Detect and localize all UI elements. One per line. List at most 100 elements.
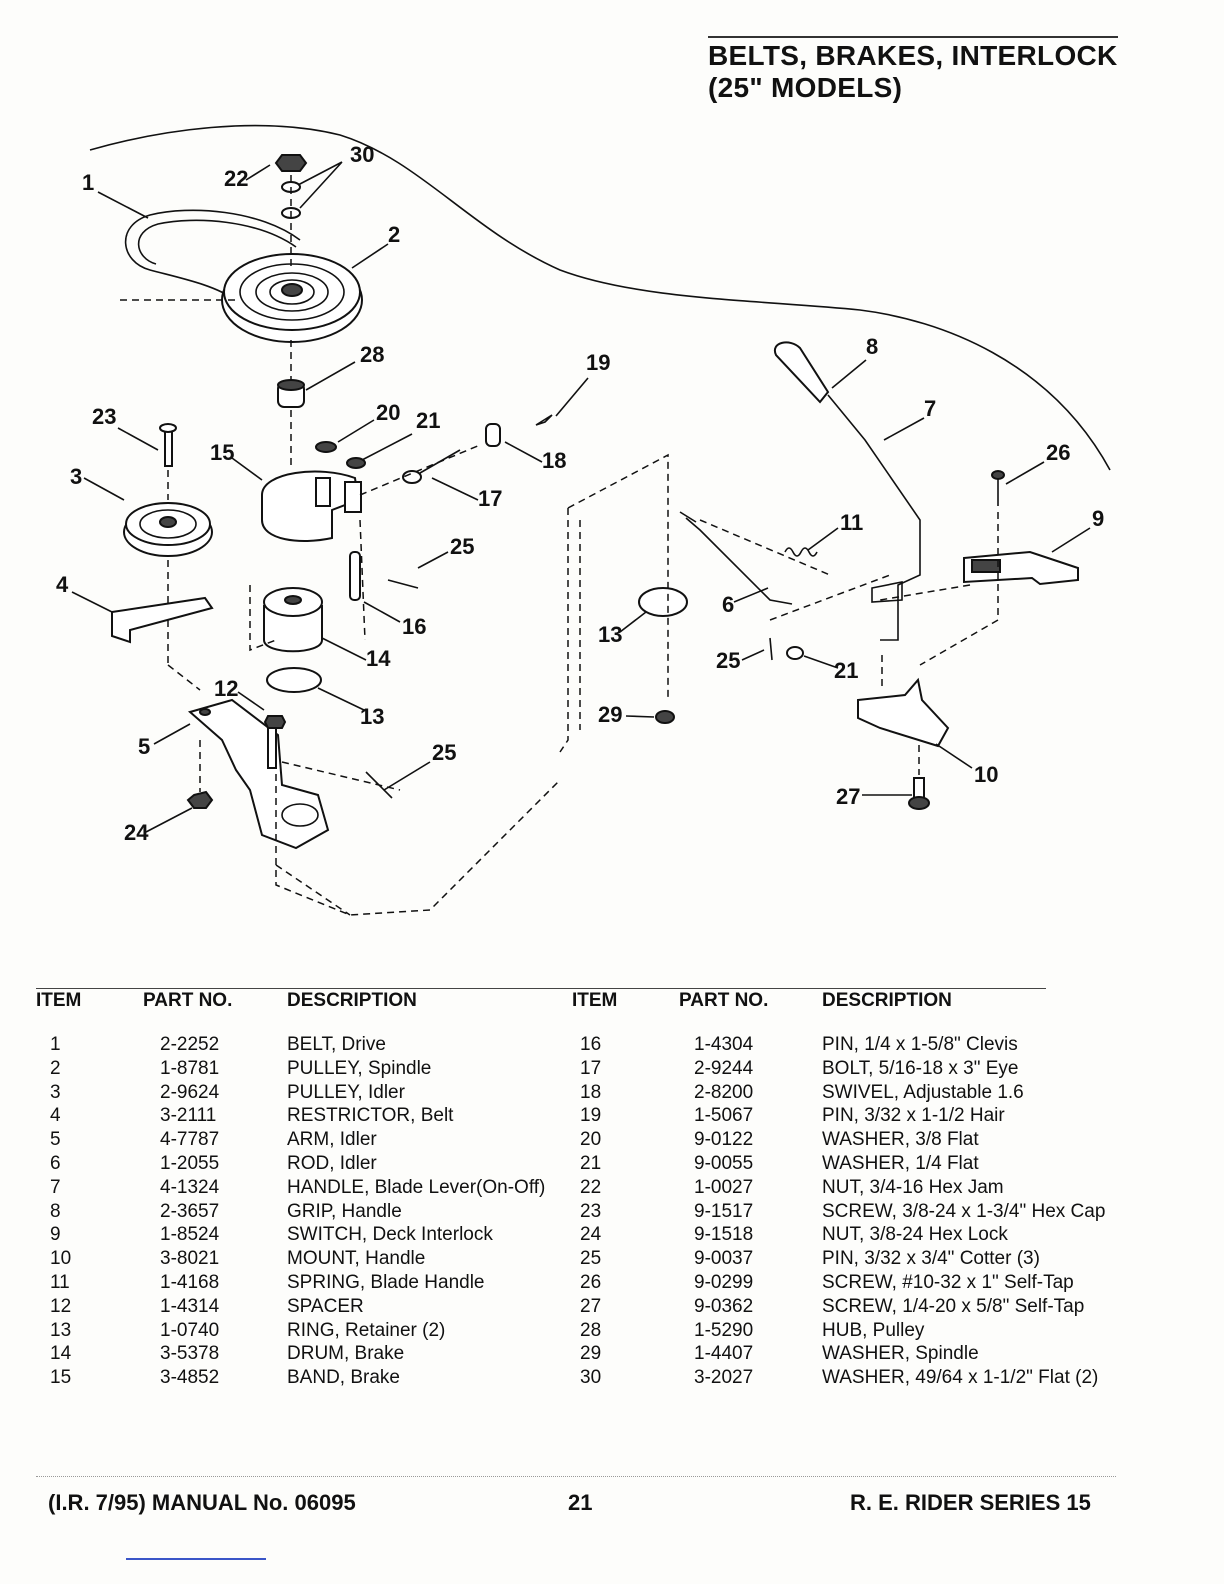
right-part-number: 1-4304 (694, 1034, 754, 1055)
deck-outline (89, 124, 1111, 471)
belt-drive (124, 209, 301, 301)
left-item-number: 10 (50, 1248, 72, 1270)
callout-9: 9 (1092, 506, 1104, 531)
callout-26: 26 (1046, 440, 1070, 465)
right-part-number: 1-5067 (694, 1105, 754, 1127)
right-part-number: 9-0055 (694, 1153, 754, 1174)
callout-12: 12 (214, 676, 238, 701)
callout-24: 24 (124, 820, 149, 845)
callout-13b: 13 (360, 704, 384, 729)
callout-22: 22 (224, 166, 248, 191)
pin-cotter-a (387, 579, 419, 589)
scan-mark (126, 1558, 266, 1560)
callout-29: 29 (598, 702, 622, 727)
restrictor-belt (111, 596, 214, 644)
left-item-number: 6 (50, 1153, 61, 1174)
right-part-number: 9-1517 (694, 1200, 754, 1222)
left-item-number: 14 (50, 1343, 72, 1365)
footer-series: R. E. RIDER SERIES 15 (850, 1490, 1091, 1515)
left-description: MOUNT, Handle (287, 1248, 426, 1270)
left-part-number: 2-9624 (160, 1081, 220, 1103)
left-description: BELT, Drive (287, 1034, 386, 1055)
bolt-eye (402, 449, 461, 484)
right-description: NUT, 3/4-16 Hex Jam (822, 1176, 1004, 1198)
spring-blade-handle (784, 547, 818, 557)
callout-14: 14 (366, 646, 391, 671)
footer-manual: (I.R. 7/95) MANUAL No. 06095 (48, 1490, 356, 1515)
right-item-number: 25 (580, 1248, 602, 1270)
left-description: RING, Retainer (2) (287, 1319, 446, 1341)
left-item-number: 7 (50, 1176, 61, 1198)
callout-20: 20 (376, 400, 400, 425)
right-item-number: 23 (580, 1200, 602, 1222)
title-line-1: BELTS, BRAKES, INTERLOCK (708, 36, 1118, 72)
callout-5: 5 (138, 734, 150, 759)
left-description: BAND, Brake (287, 1367, 400, 1389)
right-part-number: 1-4407 (694, 1343, 754, 1365)
left-description: PULLEY, Idler (287, 1081, 405, 1103)
right-description: SCREW, #10-32 x 1" Self-Tap (822, 1272, 1074, 1293)
left-item-number: 2 (50, 1057, 61, 1079)
drum-brake (263, 587, 323, 653)
right-item-number: 17 (580, 1057, 602, 1079)
page-title: BELTS, BRAKES, INTERLOCK (25" MODELS) (708, 36, 1118, 104)
right-description: SCREW, 1/4-20 x 5/8" Self-Tap (822, 1295, 1085, 1317)
right-part-number: 9-0037 (694, 1248, 754, 1270)
callout-13a: 13 (598, 622, 622, 647)
right-item-number: 27 (580, 1295, 602, 1317)
left-description: HANDLE, Blade Lever(On-Off) (287, 1176, 546, 1198)
pin-clevis (349, 551, 361, 601)
callout-7: 7 (924, 396, 936, 421)
left-part-number: 4-1324 (160, 1176, 220, 1198)
callout-25a: 25 (450, 534, 474, 559)
left-part-number: 3-8021 (160, 1248, 220, 1270)
grip-handle (773, 341, 830, 404)
right-item-number: 20 (580, 1129, 602, 1151)
right-part-number: 2-9244 (694, 1057, 754, 1079)
callout-4: 4 (56, 572, 69, 597)
right-description: BOLT, 5/16-18 x 3" Eye (822, 1057, 1019, 1079)
header-desc-right: DESCRIPTION (822, 990, 952, 1011)
right-part-number: 9-1518 (694, 1224, 754, 1246)
right-part-number: 3-2027 (694, 1367, 754, 1389)
callout-19: 19 (586, 350, 610, 375)
screw-self-tap-27 (908, 777, 930, 810)
callout-15: 15 (210, 440, 234, 465)
right-item-number: 30 (580, 1367, 602, 1389)
exploded-parts-diagram: 1 2 3 4 5 6 7 8 9 10 11 12 13 13 14 15 1… (56, 124, 1111, 916)
left-item-number: 4 (50, 1105, 61, 1127)
callout-30: 30 (350, 142, 374, 167)
pulley-idler (123, 423, 213, 557)
pin-cotter-c (769, 637, 773, 661)
left-item-number: 1 (50, 1034, 61, 1055)
left-item-number: 3 (50, 1081, 61, 1103)
callout-8: 8 (866, 334, 878, 359)
left-part-number: 1-2055 (160, 1153, 220, 1174)
callout-21a: 21 (416, 408, 440, 433)
left-part-number: 1-0740 (160, 1319, 220, 1341)
leader-lines (71, 161, 1091, 833)
left-description: PULLEY, Spindle (287, 1057, 432, 1079)
swivel-adjustable (485, 423, 501, 447)
ring-retainer-a (266, 667, 322, 693)
left-description: DRUM, Brake (287, 1343, 405, 1365)
callout-labels: 1 2 3 4 5 6 7 8 9 10 11 12 13 13 14 15 1… (56, 142, 1104, 845)
left-part-number: 3-2111 (160, 1105, 217, 1127)
callout-23: 23 (92, 404, 116, 429)
title-line-2: (25" MODELS) (708, 72, 903, 103)
left-description: ARM, Idler (287, 1129, 377, 1151)
right-item-number: 18 (580, 1081, 602, 1103)
header-part-right: PART NO. (679, 990, 769, 1011)
right-item-number: 16 (580, 1034, 602, 1055)
pulley-spindle (221, 253, 363, 343)
left-item-number: 8 (50, 1200, 61, 1222)
right-description: PIN, 3/32 x 1-1/2 Hair (822, 1105, 1005, 1127)
right-description: WASHER, Spindle (822, 1343, 979, 1365)
right-description: WASHER, 49/64 x 1-1/2" Flat (2) (822, 1367, 1099, 1389)
